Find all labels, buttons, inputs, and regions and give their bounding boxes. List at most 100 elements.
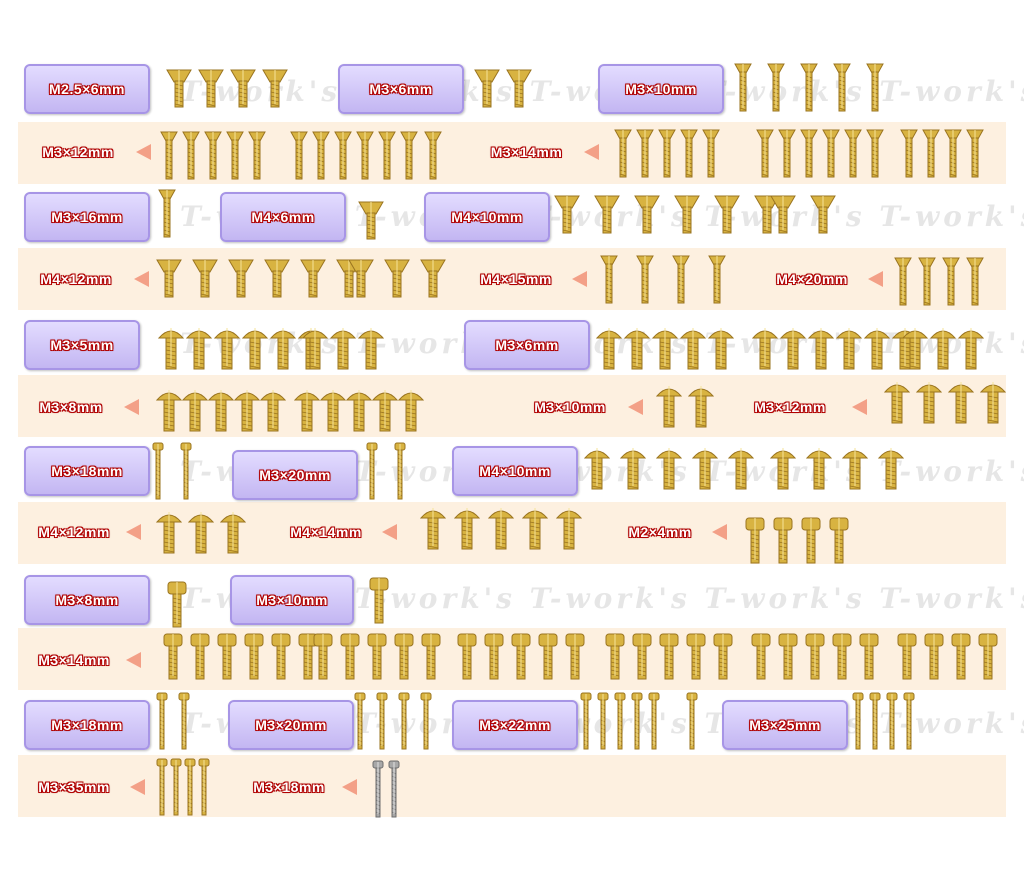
size-label-box: M3×10mm — [230, 575, 354, 625]
size-label-text: M3×22mm — [479, 717, 551, 733]
screw-icon — [672, 254, 690, 309]
screw-icon — [345, 388, 373, 437]
screw-icon — [155, 388, 183, 437]
screw-icon — [483, 632, 505, 685]
pointer-arrow-icon — [134, 271, 149, 287]
screw-icon — [348, 258, 374, 303]
screw-icon — [979, 380, 1007, 429]
screw-icon — [372, 760, 384, 823]
screw-icon — [339, 632, 361, 685]
size-label-text: M3×12mm — [754, 399, 826, 415]
screw-icon — [597, 692, 609, 755]
screw-icon — [886, 692, 898, 755]
screw-icon — [944, 128, 962, 183]
screw-icon — [929, 326, 957, 375]
screw-icon — [233, 388, 261, 437]
screw-icon — [800, 62, 818, 117]
screw-icon — [312, 130, 330, 185]
screw-icon — [216, 632, 238, 685]
screw-icon — [883, 380, 911, 429]
screw-icon — [157, 326, 185, 375]
screw-icon — [394, 442, 406, 505]
screw-icon — [241, 326, 269, 375]
screw-icon — [555, 506, 583, 555]
screw-icon — [378, 130, 396, 185]
size-label-text: M3×10mm — [625, 81, 697, 97]
size-label: M3×12mm — [24, 140, 132, 164]
screw-icon — [319, 388, 347, 437]
screw-icon — [329, 326, 357, 375]
screw-icon — [894, 256, 912, 311]
screw-icon — [166, 68, 192, 113]
screw-icon — [393, 632, 415, 685]
screw-icon — [192, 258, 218, 303]
size-label-box: M3×8mm — [24, 575, 150, 625]
screw-icon — [400, 130, 418, 185]
size-label-text: M3×14mm — [490, 144, 563, 160]
screw-icon — [648, 692, 660, 755]
size-label-text: M4×15mm — [480, 271, 552, 287]
screw-icon — [631, 632, 653, 685]
screw-icon — [769, 446, 797, 495]
screw-icon — [863, 326, 891, 375]
screw-icon — [259, 388, 287, 437]
screw-icon — [300, 258, 326, 303]
screw-icon — [419, 506, 447, 555]
screw-icon — [204, 130, 222, 185]
screw-icon — [487, 506, 515, 555]
screw-icon — [510, 632, 532, 685]
screw-icon — [655, 446, 683, 495]
screw-icon — [170, 758, 182, 821]
screw-icon — [634, 194, 660, 239]
screw-icon — [877, 446, 905, 495]
size-label-text: M4×6mm — [251, 209, 315, 225]
screw-icon — [184, 758, 196, 821]
screw-icon — [178, 692, 190, 755]
screw-icon — [767, 62, 785, 117]
screw-icon — [714, 194, 740, 239]
size-label-box: M3×6mm — [464, 320, 590, 370]
pointer-arrow-icon — [628, 399, 643, 415]
size-label-text: M4×12mm — [38, 524, 110, 540]
row-background — [18, 755, 1006, 817]
size-label-text: M3×18mm — [51, 463, 123, 479]
screw-icon — [770, 194, 796, 239]
screw-icon — [248, 130, 266, 185]
screw-icon — [207, 388, 235, 437]
size-label: M4×20mm — [762, 267, 862, 291]
screw-icon — [366, 442, 378, 505]
size-label-text: M3×6mm — [369, 81, 433, 97]
row-background — [18, 248, 1006, 310]
screw-icon — [852, 692, 864, 755]
screw-icon — [950, 632, 972, 685]
screw-icon — [356, 130, 374, 185]
screw-icon — [655, 384, 683, 433]
screw-icon — [841, 446, 869, 495]
screw-icon — [358, 200, 384, 245]
screw-icon — [712, 632, 734, 685]
screw-icon — [228, 258, 254, 303]
size-label-text: M4×12mm — [40, 271, 112, 287]
screw-icon — [384, 258, 410, 303]
screw-icon — [158, 188, 176, 243]
screw-icon — [156, 758, 168, 821]
size-label-text: M3×10mm — [534, 399, 606, 415]
screw-icon — [636, 128, 654, 183]
screw-icon — [162, 632, 184, 685]
screw-icon — [600, 254, 618, 309]
size-label-text: M2.5×6mm — [49, 81, 125, 97]
size-label-text: M3×25mm — [749, 717, 821, 733]
screw-icon — [942, 256, 960, 311]
pointer-arrow-icon — [126, 524, 141, 540]
size-label-box: M3×6mm — [338, 64, 464, 114]
screw-icon — [180, 442, 192, 505]
size-label-text: M3×20mm — [259, 467, 331, 483]
screw-icon — [804, 632, 826, 685]
screw-icon — [219, 510, 247, 559]
size-label-box: M3×10mm — [598, 64, 724, 114]
screw-icon — [368, 576, 390, 629]
size-label-box: M4×10mm — [424, 192, 550, 242]
row-background — [18, 375, 1006, 437]
screw-icon — [977, 632, 999, 685]
screw-icon — [903, 692, 915, 755]
